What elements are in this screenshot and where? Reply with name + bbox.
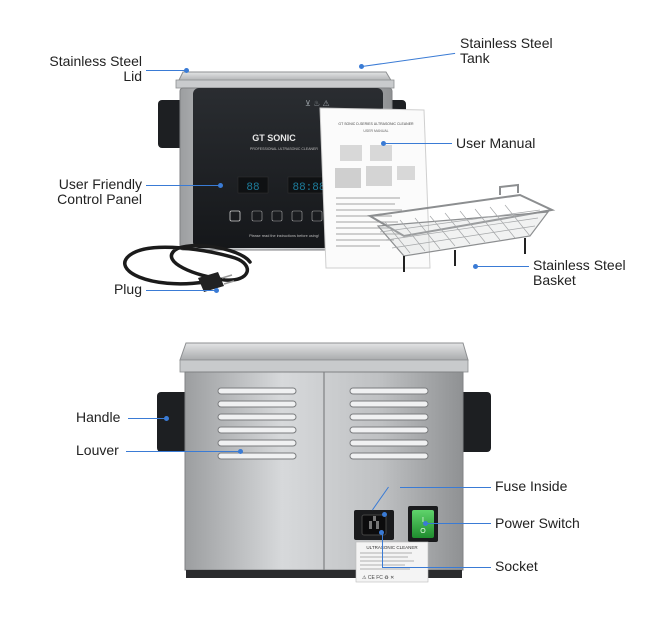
power-plug: [123, 243, 252, 292]
callout-plug-line: [146, 290, 216, 291]
callout-handle-dot: [164, 416, 169, 421]
callout-tank: Stainless Steel Tank: [460, 35, 553, 66]
left-handle: [158, 100, 186, 148]
display-left: [237, 176, 269, 194]
svg-text:GT SONIC D-SERIES ULTRASONIC C: GT SONIC D-SERIES ULTRASONIC CLEANER: [338, 122, 414, 126]
power-socket[interactable]: [354, 510, 394, 540]
callout-fuse-dot: [382, 512, 387, 517]
callout-plug: Plug: [113, 281, 142, 297]
callout-socket-bend: [382, 532, 383, 567]
svg-text:I: I: [422, 517, 424, 524]
callout-socket-dot: [379, 530, 384, 535]
callout-socket-line: [382, 567, 491, 568]
svg-text:ULTRASONIC CLEANER: ULTRASONIC CLEANER: [366, 545, 418, 550]
callout-fuse: Fuse Inside: [495, 478, 568, 494]
svg-text:⚠ CE FC ♻ ✕: ⚠ CE FC ♻ ✕: [362, 575, 394, 581]
callout-handle-line: [128, 418, 166, 419]
back-cleaner-unit: I O ULTRASONIC CLEANER ⚠ CE FC ♻ ✕: [157, 342, 491, 583]
right-handle-back: [459, 392, 491, 452]
callout-basket-dot: [473, 264, 478, 269]
svg-text:USER MANUAL: USER MANUAL: [363, 129, 388, 133]
callout-power-switch: Power Switch: [495, 515, 580, 531]
callout-control-panel: User Friendly Control Panel: [57, 176, 142, 207]
callout-manual: User Manual: [456, 135, 536, 151]
callout-louver-dot: [238, 449, 243, 454]
panel-note: Please read the instructions before usin…: [249, 234, 319, 238]
callout-lid-dot: [184, 68, 189, 73]
louver-right: [349, 387, 429, 460]
callout-fuse-line: [400, 487, 491, 488]
steel-basket: [367, 183, 556, 272]
callout-panel-dot: [218, 183, 223, 188]
brand-text: GT SONIC: [252, 133, 296, 143]
callout-switch-dot: [423, 521, 428, 526]
callout-handle: Handle: [76, 409, 121, 425]
callout-manual-line: [384, 143, 452, 144]
left-handle-back: [157, 392, 189, 452]
callout-basket-line: [476, 266, 529, 267]
callout-lid-line: [146, 70, 186, 71]
user-manual: GT SONIC D-SERIES ULTRASONIC CLEANER USE…: [319, 107, 431, 269]
callout-louver: Louver: [76, 442, 119, 458]
callout-plug-dot: [214, 288, 219, 293]
svg-text:88:88: 88:88: [292, 182, 325, 194]
callout-basket: Stainless Steel Basket: [533, 257, 626, 288]
svg-text:88: 88: [246, 182, 259, 194]
callout-lid: Stainless Steel Lid: [49, 53, 142, 84]
svg-text:⊻ ♨ ⚠: ⊻ ♨ ⚠: [305, 99, 330, 108]
svg-text:O: O: [420, 528, 426, 535]
rating-plate: ULTRASONIC CLEANER ⚠ CE FC ♻ ✕: [355, 541, 429, 583]
tagline-text: PROFESSIONAL ULTRASONIC CLEANER: [250, 147, 318, 151]
callout-switch-line: [426, 523, 491, 524]
callout-louver-line: [126, 451, 240, 452]
callout-tank-dot: [359, 64, 364, 69]
callout-manual-dot: [381, 141, 386, 146]
louver-left: [217, 387, 297, 460]
panel-buttons[interactable]: [229, 210, 323, 222]
callout-panel-line: [146, 185, 220, 186]
callout-socket: Socket: [495, 558, 538, 574]
